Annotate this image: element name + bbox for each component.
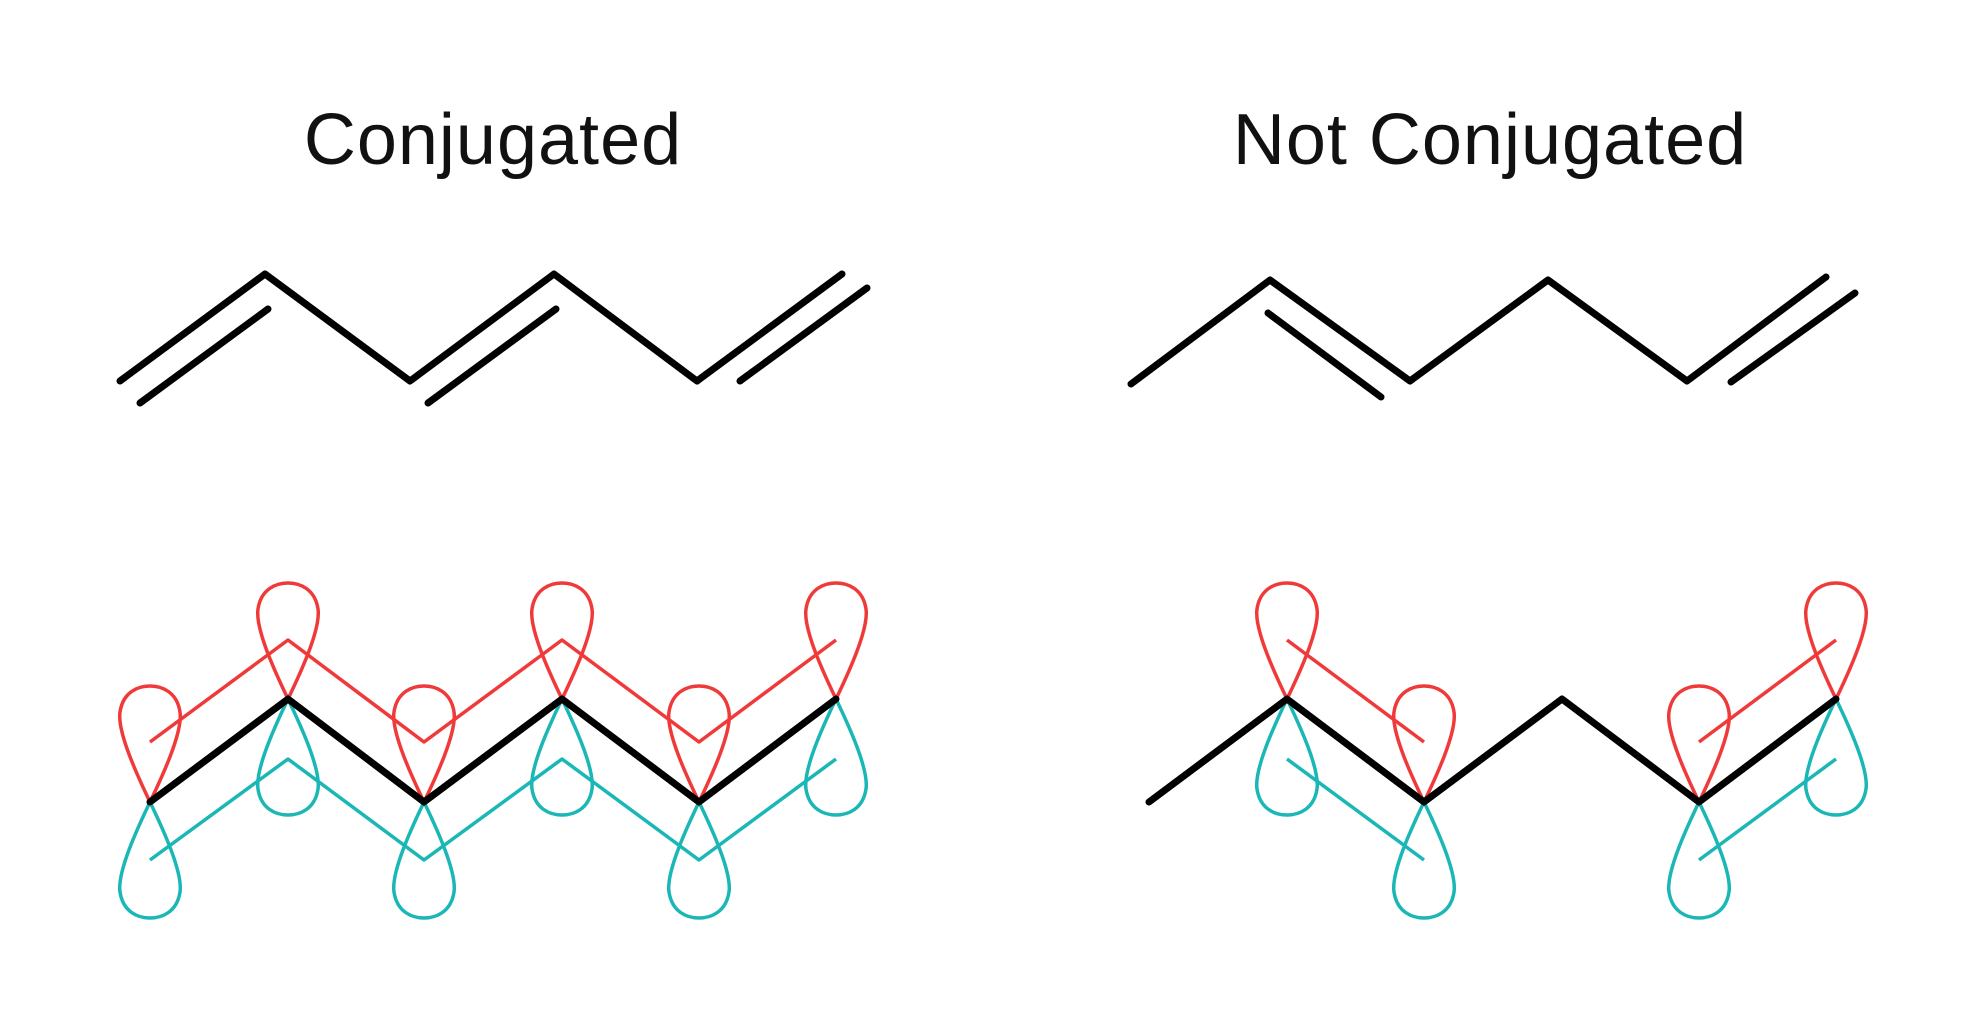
- skeletal-structure-conjugated: [116, 270, 871, 407]
- bottom-lobe-connector: [1697, 757, 1838, 862]
- double-bond-line: [736, 284, 871, 385]
- skeletal-structure-not-conjugated: [1127, 273, 1859, 401]
- double-bond-line: [136, 305, 272, 407]
- title-conjugated: Conjugated: [303, 100, 683, 180]
- orbital-diagram-conjugated: [117, 581, 869, 920]
- carbon-chain: [116, 270, 846, 385]
- top-lobe-connector: [148, 638, 838, 744]
- orbital-diagram-not-conjugated: [1145, 581, 1869, 920]
- double-bond-line: [424, 305, 560, 407]
- carbon-chain: [1127, 273, 1830, 388]
- top-lobe-connector: [1697, 638, 1838, 744]
- bottom-lobe-connector: [148, 757, 838, 862]
- bottom-lobes: [1254, 697, 1869, 920]
- top-lobes: [1254, 581, 1869, 804]
- bottom-lobes: [117, 697, 869, 920]
- carbon-backbone: [146, 695, 840, 806]
- double-bond-line: [1264, 309, 1385, 401]
- top-lobes: [117, 581, 869, 804]
- carbon-backbone: [1145, 695, 1840, 806]
- title-not-conjugated: Not Conjugated: [1232, 100, 1748, 180]
- double-bond-line: [1727, 289, 1859, 386]
- bottom-lobe-connector: [1285, 757, 1426, 862]
- top-lobe-connector: [1285, 638, 1426, 744]
